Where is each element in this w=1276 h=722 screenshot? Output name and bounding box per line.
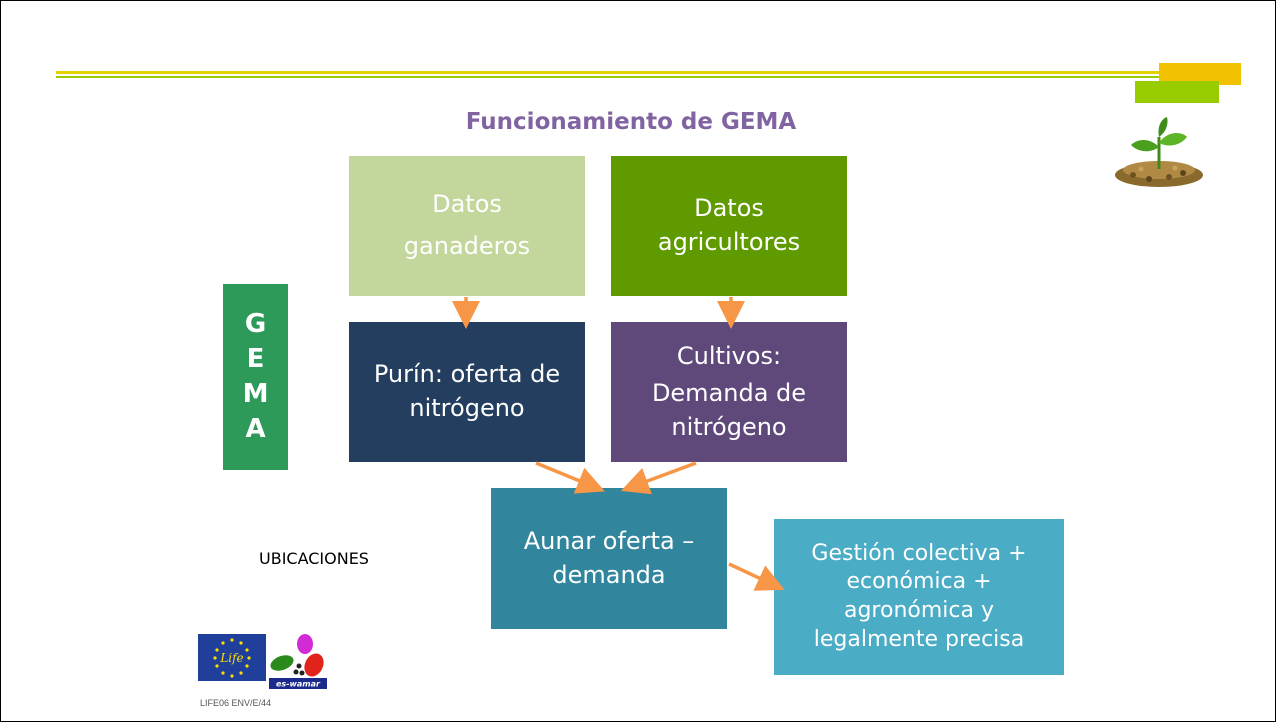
box-datos-ganaderos: Datos ganaderos <box>349 156 585 296</box>
box-cultivos-demanda: Cultivos: Demanda de nitrógeno <box>611 322 847 462</box>
box-text: nitrógeno <box>671 412 787 441</box>
gema-letter: M <box>242 379 269 409</box>
box-text: agricultores <box>657 228 801 256</box>
box-text: Gestión colectiva + <box>811 540 1027 566</box>
page-title: Funcionamiento de GEMA <box>465 109 797 135</box>
eu-life-logo: Life <box>198 634 266 681</box>
box-text: económica + <box>846 569 992 595</box>
header-rule-green <box>56 76 1176 78</box>
box-text: legalmente precisa <box>813 626 1025 652</box>
box-text: ganaderos <box>403 232 531 260</box>
box-text: Datos <box>432 190 502 219</box>
eu-life-logo-text: Life <box>219 651 243 665</box>
box-aunar-oferta-demanda: Aunar oferta – demanda <box>491 488 727 629</box>
gema-letter: A <box>245 414 266 444</box>
gema-letter: G <box>244 309 267 339</box>
header-block-green <box>1135 81 1219 103</box>
arrow-aunar-to-gestion <box>728 562 785 591</box>
plant-soil-icon <box>1115 117 1203 187</box>
box-text: Demanda de <box>651 379 807 408</box>
footer-code: LIFE06 ENV/E/44 <box>200 698 272 708</box>
header-block-yellow <box>1159 63 1241 85</box>
box-text: Aunar oferta – <box>523 526 695 555</box>
gema-letter: E <box>246 344 265 374</box>
box-text: agronómica y <box>843 598 994 623</box>
arrow-cultivos-to-aunar <box>620 461 697 495</box>
box-text: demanda <box>552 560 666 589</box>
box-text: nitrógeno <box>409 394 525 422</box>
ubicaciones-label: UBICACIONES <box>259 549 369 568</box>
arrow-purin-to-aunar <box>535 461 605 494</box>
es-wamar-logo-text: es-wamar <box>276 680 321 689</box>
gema-label: G E M A <box>223 284 288 470</box>
box-text: Datos <box>694 194 764 223</box>
es-wamar-logo: es-wamar <box>269 634 327 689</box>
box-datos-agricultores: Datos agricultores <box>611 156 847 296</box>
box-text: Purín: oferta de <box>373 360 561 389</box>
box-gestion-colectiva: Gestión colectiva + económica + agronómi… <box>774 519 1064 675</box>
box-purin-oferta: Purín: oferta de nitrógeno <box>349 322 585 462</box>
box-text: Cultivos: <box>676 341 782 370</box>
header-rule-yellow <box>56 71 1176 74</box>
